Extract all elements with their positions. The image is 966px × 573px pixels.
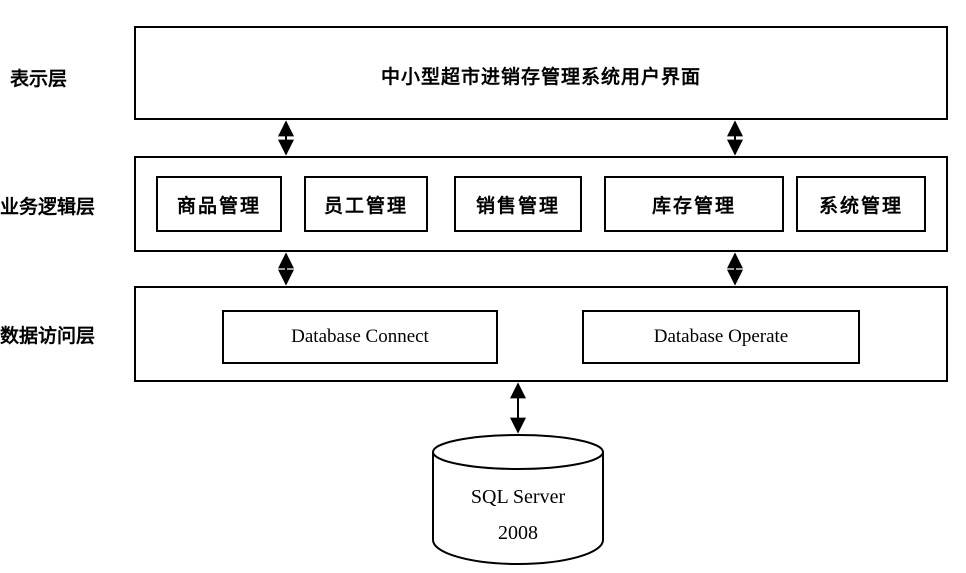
database-connect-box: Database Connect — [222, 310, 498, 364]
module-staff: 员工管理 — [304, 176, 428, 232]
module-sales: 销售管理 — [454, 176, 582, 232]
presentation-layer-label: 表示层 — [10, 68, 68, 90]
module-product: 商品管理 — [156, 176, 282, 232]
database-label-line2: 2008 — [498, 522, 538, 544]
presentation-layer-title: 中小型超市进销存管理系统用户界面 — [380, 66, 701, 88]
module-system: 系统管理 — [796, 176, 926, 232]
business-layer-label: 业务逻辑层 — [0, 196, 96, 218]
presentation-layer-box: 中小型超市进销存管理系统用户界面 — [134, 26, 948, 120]
module-inventory: 库存管理 — [604, 176, 784, 232]
database-operate-box: Database Operate — [582, 310, 860, 364]
business-layer-box: 商品管理 员工管理 销售管理 库存管理 系统管理 — [134, 156, 948, 252]
data-access-layer-label: 数据访问层 — [0, 325, 96, 347]
database-label-line1: SQL Server — [470, 486, 566, 508]
data-access-layer-box: Database Connect Database Operate — [134, 286, 948, 382]
database-cylinder — [432, 434, 604, 565]
